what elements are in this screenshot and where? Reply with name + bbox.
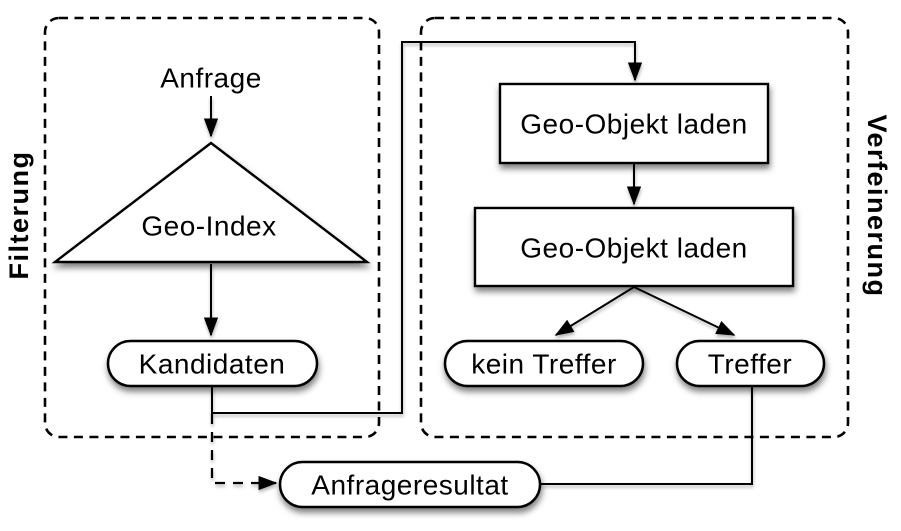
geo-objekt-laden-2-rect bbox=[473, 206, 795, 288]
verfeinerung-section-label: Verfeinerung bbox=[862, 114, 892, 297]
edge-geoobjekt2-to-keintreffer bbox=[554, 286, 635, 336]
geo-objekt-laden-1-rect bbox=[498, 82, 770, 165]
treffer-pill bbox=[675, 339, 826, 388]
kandidaten-label: Kandidaten bbox=[139, 349, 286, 380]
geo-index-label: Geo-Index bbox=[141, 211, 276, 242]
kein-treffer-label: kein Treffer bbox=[471, 349, 617, 380]
geo-objekt-laden-2-label: Geo-Objekt laden bbox=[520, 233, 747, 264]
filterung-section-label: Filterung bbox=[4, 151, 34, 280]
filterung-section-frame bbox=[43, 16, 381, 439]
anfrageresultat-pill bbox=[278, 460, 542, 509]
anfrageresultat-label: Anfrageresultat bbox=[311, 470, 508, 501]
edge-kandidaten-to-geoobjekt1 bbox=[211, 41, 643, 414]
treffer-label: Treffer bbox=[708, 349, 792, 380]
kein-treffer-pill bbox=[443, 339, 645, 388]
verfeinerung-section-frame bbox=[419, 16, 850, 439]
anfrage-label: Anfrage bbox=[160, 63, 262, 94]
geo-index-triangle bbox=[51, 141, 371, 264]
kandidaten-pill bbox=[106, 339, 319, 388]
edge-treffer-to-anfrageresultat bbox=[540, 386, 753, 485]
edge-geoobjekt2-to-treffer bbox=[633, 286, 736, 336]
geo-objekt-laden-1-label: Geo-Objekt laden bbox=[520, 109, 747, 140]
edge-kandidaten-to-anfrageresultat-dashed bbox=[210, 414, 278, 491]
